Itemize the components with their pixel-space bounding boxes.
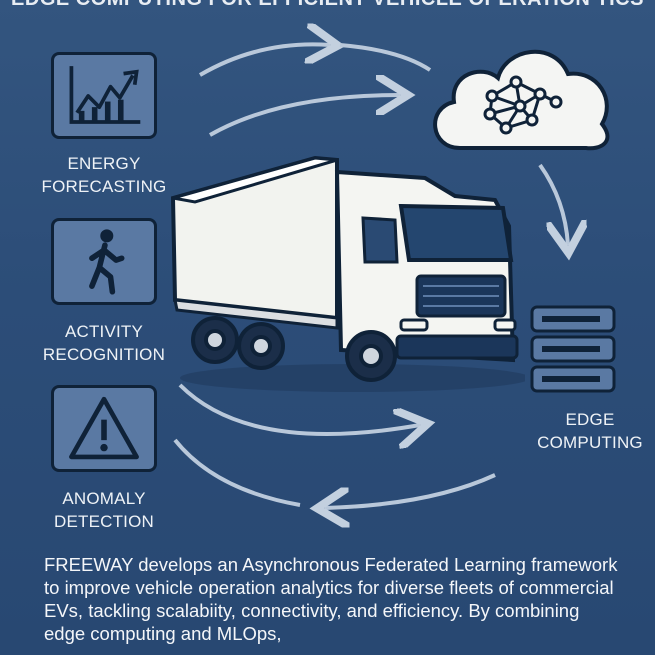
anomaly-label-line2: DETECTION <box>53 512 155 531</box>
arrow-bottom-outer <box>325 473 496 508</box>
server-stack-icon <box>530 305 616 393</box>
edge-label-line1: EDGE <box>565 410 615 429</box>
arrow-top-outer <box>198 44 330 77</box>
truck-icon <box>170 155 525 392</box>
arrow-top-right <box>339 43 432 72</box>
energy-label-line2: FORECASTING <box>41 177 167 196</box>
anomaly-label-line1: ANOMALY <box>62 489 146 508</box>
activity-recognition-panel <box>51 218 157 305</box>
edge-label-line2: COMPUTING <box>537 433 643 452</box>
chart-trend-icon <box>69 66 141 124</box>
page-title: EDGE COMPUTING FOR EFFICIENT VEHICLE OPE… <box>0 0 655 11</box>
cloud-network-icon <box>433 49 610 151</box>
warning-triangle-icon <box>69 396 139 460</box>
arrow-bottom-inner <box>178 383 420 434</box>
walking-person-icon <box>89 229 125 295</box>
activity-label-line2: RECOGNITION <box>42 345 166 364</box>
description-text: FREEWAY develops an Asynchronous Federat… <box>44 554 618 644</box>
activity-label-line1: ACTIVITY <box>64 322 144 341</box>
arrow-cloud-down <box>538 163 568 245</box>
energy-label-line1: ENERGY <box>67 154 141 173</box>
arrow-bottom-left <box>173 438 301 507</box>
anomaly-detection-panel <box>51 385 157 472</box>
edge-computing-label: EDGE COMPUTING <box>510 408 655 454</box>
energy-forecasting-panel <box>51 52 157 139</box>
anomaly-detection-label: ANOMALY DETECTION <box>24 487 184 533</box>
arrow-top-inner <box>209 95 400 137</box>
energy-forecasting-label: ENERGY FORECASTING <box>24 152 184 198</box>
activity-recognition-label: ACTIVITY RECOGNITION <box>24 320 184 366</box>
